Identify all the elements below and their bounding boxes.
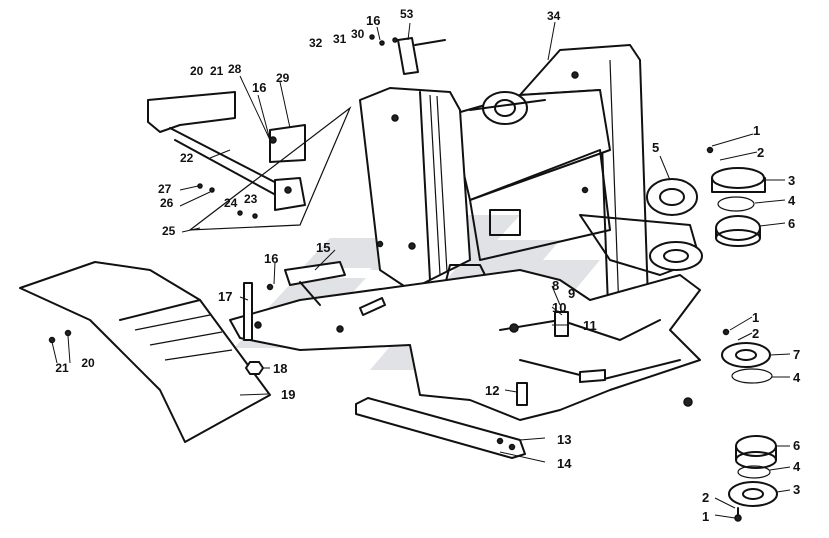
callout-25: 25 bbox=[162, 224, 176, 238]
bolts bbox=[48, 34, 742, 522]
callout-2: 2 bbox=[702, 490, 709, 505]
callout-22: 22 bbox=[180, 151, 194, 165]
box-housing bbox=[359, 87, 491, 291]
hub-stack-upper bbox=[646, 167, 766, 247]
callout-2: 2 bbox=[752, 326, 759, 341]
callout-2: 2 bbox=[757, 145, 764, 160]
callout-9: 9 bbox=[568, 286, 575, 301]
part-19-fender bbox=[19, 261, 271, 443]
callout-20: 20 bbox=[81, 356, 95, 370]
callout-3: 3 bbox=[788, 173, 795, 188]
callout-29: 29 bbox=[276, 71, 290, 85]
callout-31: 31 bbox=[333, 32, 347, 46]
callout-labels: 1 2 3 4 5 6 1 2 7 4 6 4 3 2 1 8 9 10 11 … bbox=[55, 7, 801, 524]
callout-8: 8 bbox=[552, 278, 559, 293]
callout-30: 30 bbox=[351, 27, 365, 41]
callout-13: 13 bbox=[557, 432, 571, 447]
callout-15: 15 bbox=[316, 240, 330, 255]
upper-left-bracket bbox=[147, 91, 352, 231]
callout-32: 32 bbox=[309, 36, 323, 50]
callout-1: 1 bbox=[752, 310, 759, 325]
callout-53: 53 bbox=[400, 7, 414, 21]
hub-stack-lower bbox=[728, 435, 778, 521]
callout-16: 16 bbox=[264, 251, 278, 266]
roller-assembly bbox=[469, 91, 546, 125]
callout-6: 6 bbox=[793, 438, 800, 453]
callout-21: 21 bbox=[55, 361, 69, 375]
callout-11: 11 bbox=[583, 318, 597, 333]
part-14-bar bbox=[355, 397, 526, 459]
callout-1: 1 bbox=[702, 509, 709, 524]
callout-7: 7 bbox=[793, 347, 800, 362]
callout-4: 4 bbox=[793, 459, 801, 474]
leader-lines bbox=[51, 21, 791, 519]
callout-27: 27 bbox=[158, 182, 172, 196]
callout-12: 12 bbox=[485, 383, 499, 398]
callout-20: 20 bbox=[190, 64, 204, 78]
callout-28: 28 bbox=[228, 62, 242, 76]
callout-34: 34 bbox=[547, 9, 561, 23]
callout-10: 10 bbox=[552, 300, 566, 315]
callout-3: 3 bbox=[793, 482, 800, 497]
callout-17: 17 bbox=[218, 289, 232, 304]
callout-24: 24 bbox=[224, 196, 238, 210]
callout-1: 1 bbox=[753, 123, 760, 138]
callout-14: 14 bbox=[557, 456, 572, 471]
callout-26: 26 bbox=[160, 196, 174, 210]
callout-16: 16 bbox=[366, 13, 380, 28]
small-hardware bbox=[243, 37, 606, 406]
callout-4: 4 bbox=[793, 370, 801, 385]
callout-16: 16 bbox=[252, 80, 266, 95]
callout-6: 6 bbox=[788, 216, 795, 231]
callout-18: 18 bbox=[273, 361, 287, 376]
callout-5: 5 bbox=[652, 140, 659, 155]
callout-21: 21 bbox=[210, 64, 224, 78]
callout-23: 23 bbox=[244, 192, 258, 206]
callout-19: 19 bbox=[281, 387, 295, 402]
callout-4: 4 bbox=[788, 193, 796, 208]
